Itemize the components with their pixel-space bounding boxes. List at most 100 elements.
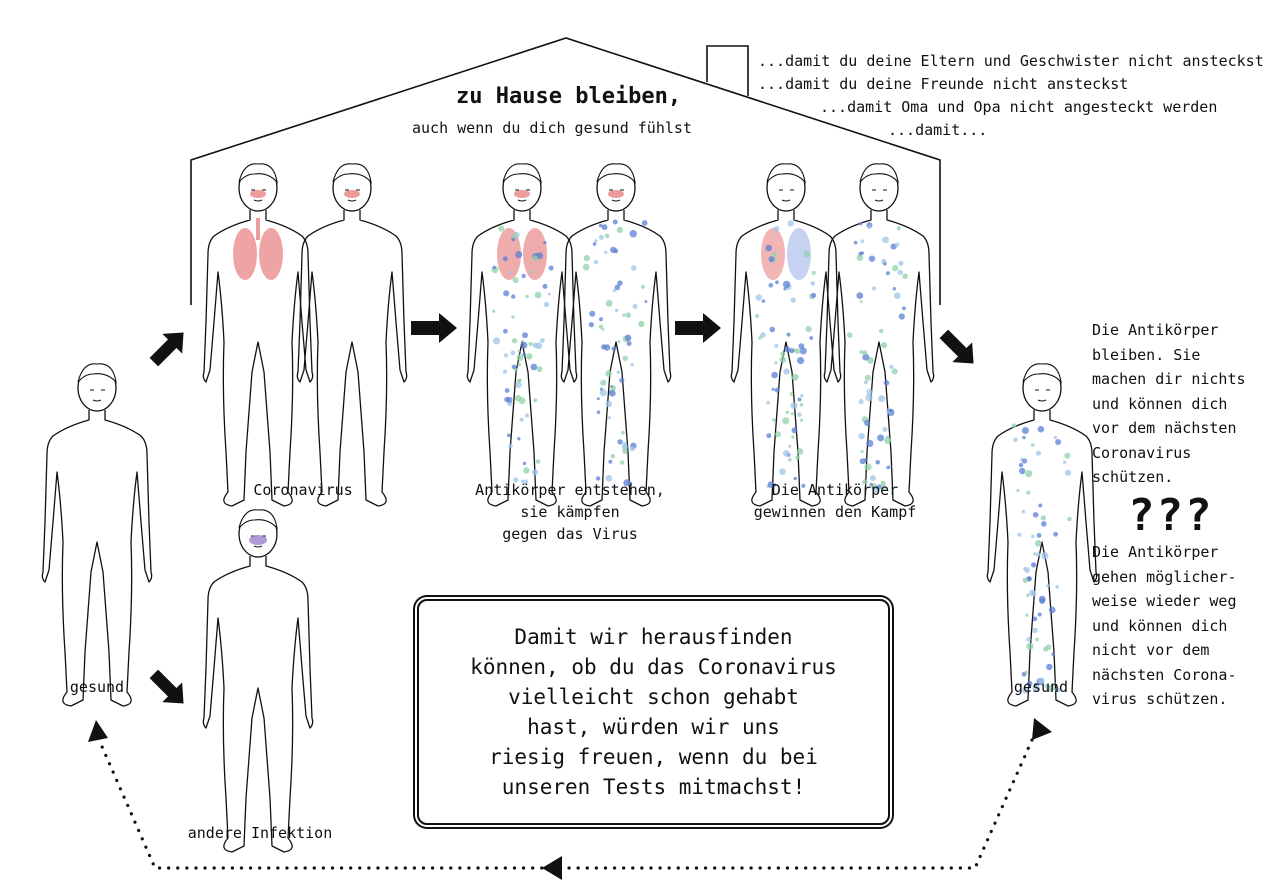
antibody-dot [1055,585,1059,589]
antibody-dot [530,270,534,274]
antibody-dot [783,450,790,457]
antibody-dot [622,445,628,451]
antibody-dot [504,353,508,357]
antibody-dot [765,245,772,252]
caption-antibodies-win: Die Antikörper gewinnen den Kampf [720,479,950,523]
antibody-dot [791,298,796,303]
antibody-dot [1025,671,1028,674]
antibody-dot [892,368,898,374]
antibody-dot [600,380,606,386]
antibody-dot [597,410,601,414]
antibody-dot [1019,463,1023,467]
antibody-dot [789,348,794,353]
antibody-dot [872,286,876,290]
antibody-dot [1033,617,1038,622]
arrow-down-right-bottom [144,664,193,713]
arrowhead-left-up [88,720,108,742]
antibody-dot [512,234,517,239]
antibody-dot [1041,552,1048,559]
antibody-dot [859,222,862,225]
antibody-dot [631,265,637,271]
antibody-dot [544,302,550,308]
antibody-dot [1036,451,1041,456]
antibody-dot [511,294,515,298]
antibody-dot [537,366,543,372]
antibody-dot [878,395,885,402]
house-subtitle: auch wenn du dich gesund fühlst [412,119,692,137]
antibody-dot [522,353,526,357]
antibody-dot [792,374,799,381]
antibody-dot [593,242,597,246]
antibody-dot [868,226,872,230]
antibody-dot [543,241,546,244]
antibody-dot [1054,436,1058,440]
antibody-dot [523,467,529,473]
antibody-dot [800,394,803,397]
antibody-dot [523,462,526,465]
antibody-dot [861,239,865,243]
arrow-down-right-top [934,324,983,373]
antibody-dot [630,363,633,366]
antibody-dot [892,265,898,271]
antibody-dot [779,468,786,475]
antibody-dot [856,292,863,299]
antibody-dot [511,351,516,356]
antibody-dot [1049,607,1056,614]
antibody-dot [594,239,597,242]
label-healthy-right: gesund [996,676,1086,698]
antibody-dot [584,255,590,261]
antibody-dot [583,264,590,271]
antibody-dot [889,409,892,412]
antibody-dot [508,444,513,449]
antibody-dot [1053,532,1058,537]
arrow-right-1 [411,313,457,343]
label-healthy-left: gesund [52,676,142,698]
antibody-dot [858,433,864,439]
antibody-dot [594,260,598,264]
antibody-dot [617,227,623,233]
antibody-dot [503,370,507,374]
antibody-dot [1032,628,1038,634]
antibody-dot [531,364,538,371]
antibody-dot [1026,594,1030,598]
antibody-dot [522,332,528,338]
antibody-dot [1023,578,1028,583]
antibody-dot [865,464,872,471]
antibody-dot [604,251,607,254]
antibody-dot [1022,458,1027,463]
figure-corona-2 [297,164,406,506]
antibody-dot [879,329,884,334]
antibody-dot [770,327,776,333]
antibody-dot [886,271,890,275]
antibody-dot [795,348,801,354]
antibody-dot [869,256,875,262]
house-title: zu Hause bleiben, [456,84,681,109]
antibody-dot [766,433,771,438]
antibody-dot [622,314,625,317]
antibody-dot [866,440,873,447]
antibody-dot [597,397,600,400]
antibody-dot [875,460,880,465]
antibody-dot [769,283,774,288]
reason-1: ...damit du deine Eltern und Geschwister… [758,52,1264,70]
antibody-dot [803,251,810,258]
antibody-dot [621,431,625,435]
antibody-dot [769,256,775,262]
antibody-dot [505,388,510,393]
antibody-dot [602,224,608,230]
antibody-dot [783,368,789,374]
antibody-dot [617,439,622,444]
antibody-dot [877,434,884,441]
antibody-dot [811,293,816,298]
antibody-dot [605,370,612,377]
antibody-dot [1011,423,1016,428]
antibody-dot [611,454,616,459]
antibody-dot [620,460,625,465]
antibody-dot [860,251,864,255]
antibody-dot [610,247,616,253]
antibody-dot [791,402,798,409]
antibody-dot [865,394,872,401]
antibody-dot [619,378,624,383]
antibody-dot [882,427,887,432]
antibody-dot [1031,443,1035,447]
